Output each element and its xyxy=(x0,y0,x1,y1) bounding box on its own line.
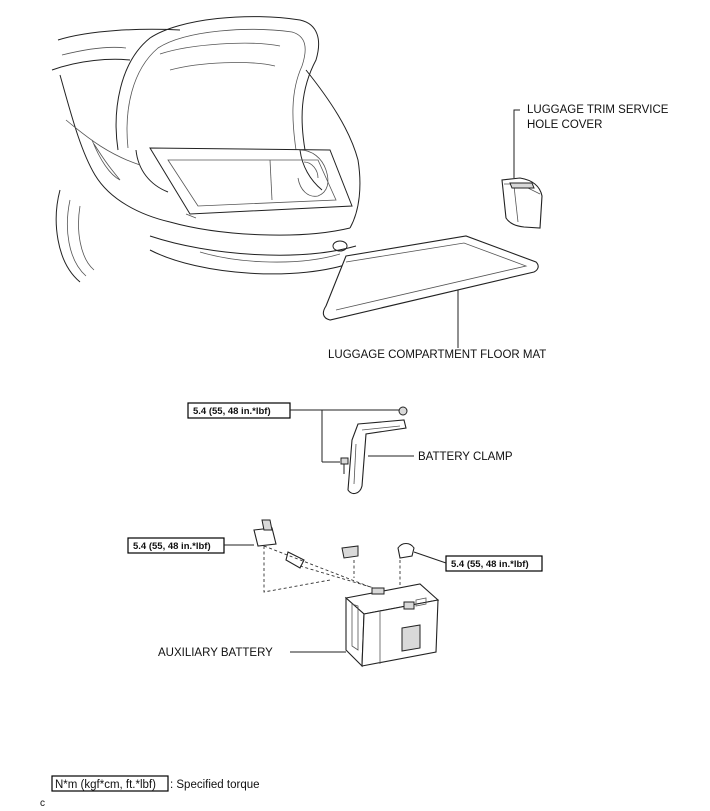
legend-torque-box xyxy=(51,775,169,792)
battery-clamp-label: BATTERY CLAMP xyxy=(418,451,513,463)
trim-cover-label-line1: LUGGAGE TRIM SERVICE xyxy=(527,104,669,116)
trim-cover-label-line2: HOLE COVER xyxy=(527,119,602,131)
battery-clamp-assembly xyxy=(187,402,414,495)
legend-unit: N*m (kgf*cm, ft.*lbf) xyxy=(55,779,156,791)
auxiliary-battery-assembly xyxy=(127,519,543,668)
floor-mat-label: LUGGAGE COMPARTMENT FLOOR MAT xyxy=(328,349,546,361)
corner-mark: c xyxy=(40,798,45,809)
luggage-compartment-floor-mat xyxy=(322,235,539,348)
right-terminal-torque-value: 5.4 (55, 48 in.*lbf) xyxy=(451,559,529,570)
auxiliary-battery-label: AUXILIARY BATTERY xyxy=(158,647,273,659)
clamp-torque-value: 5.4 (55, 48 in.*lbf) xyxy=(193,406,271,417)
car-illustration xyxy=(51,16,361,283)
luggage-trim-service-hole-cover xyxy=(501,109,543,229)
legend-description: : Specified torque xyxy=(170,779,260,791)
left-terminal-torque-value: 5.4 (55, 48 in.*lbf) xyxy=(133,541,211,552)
